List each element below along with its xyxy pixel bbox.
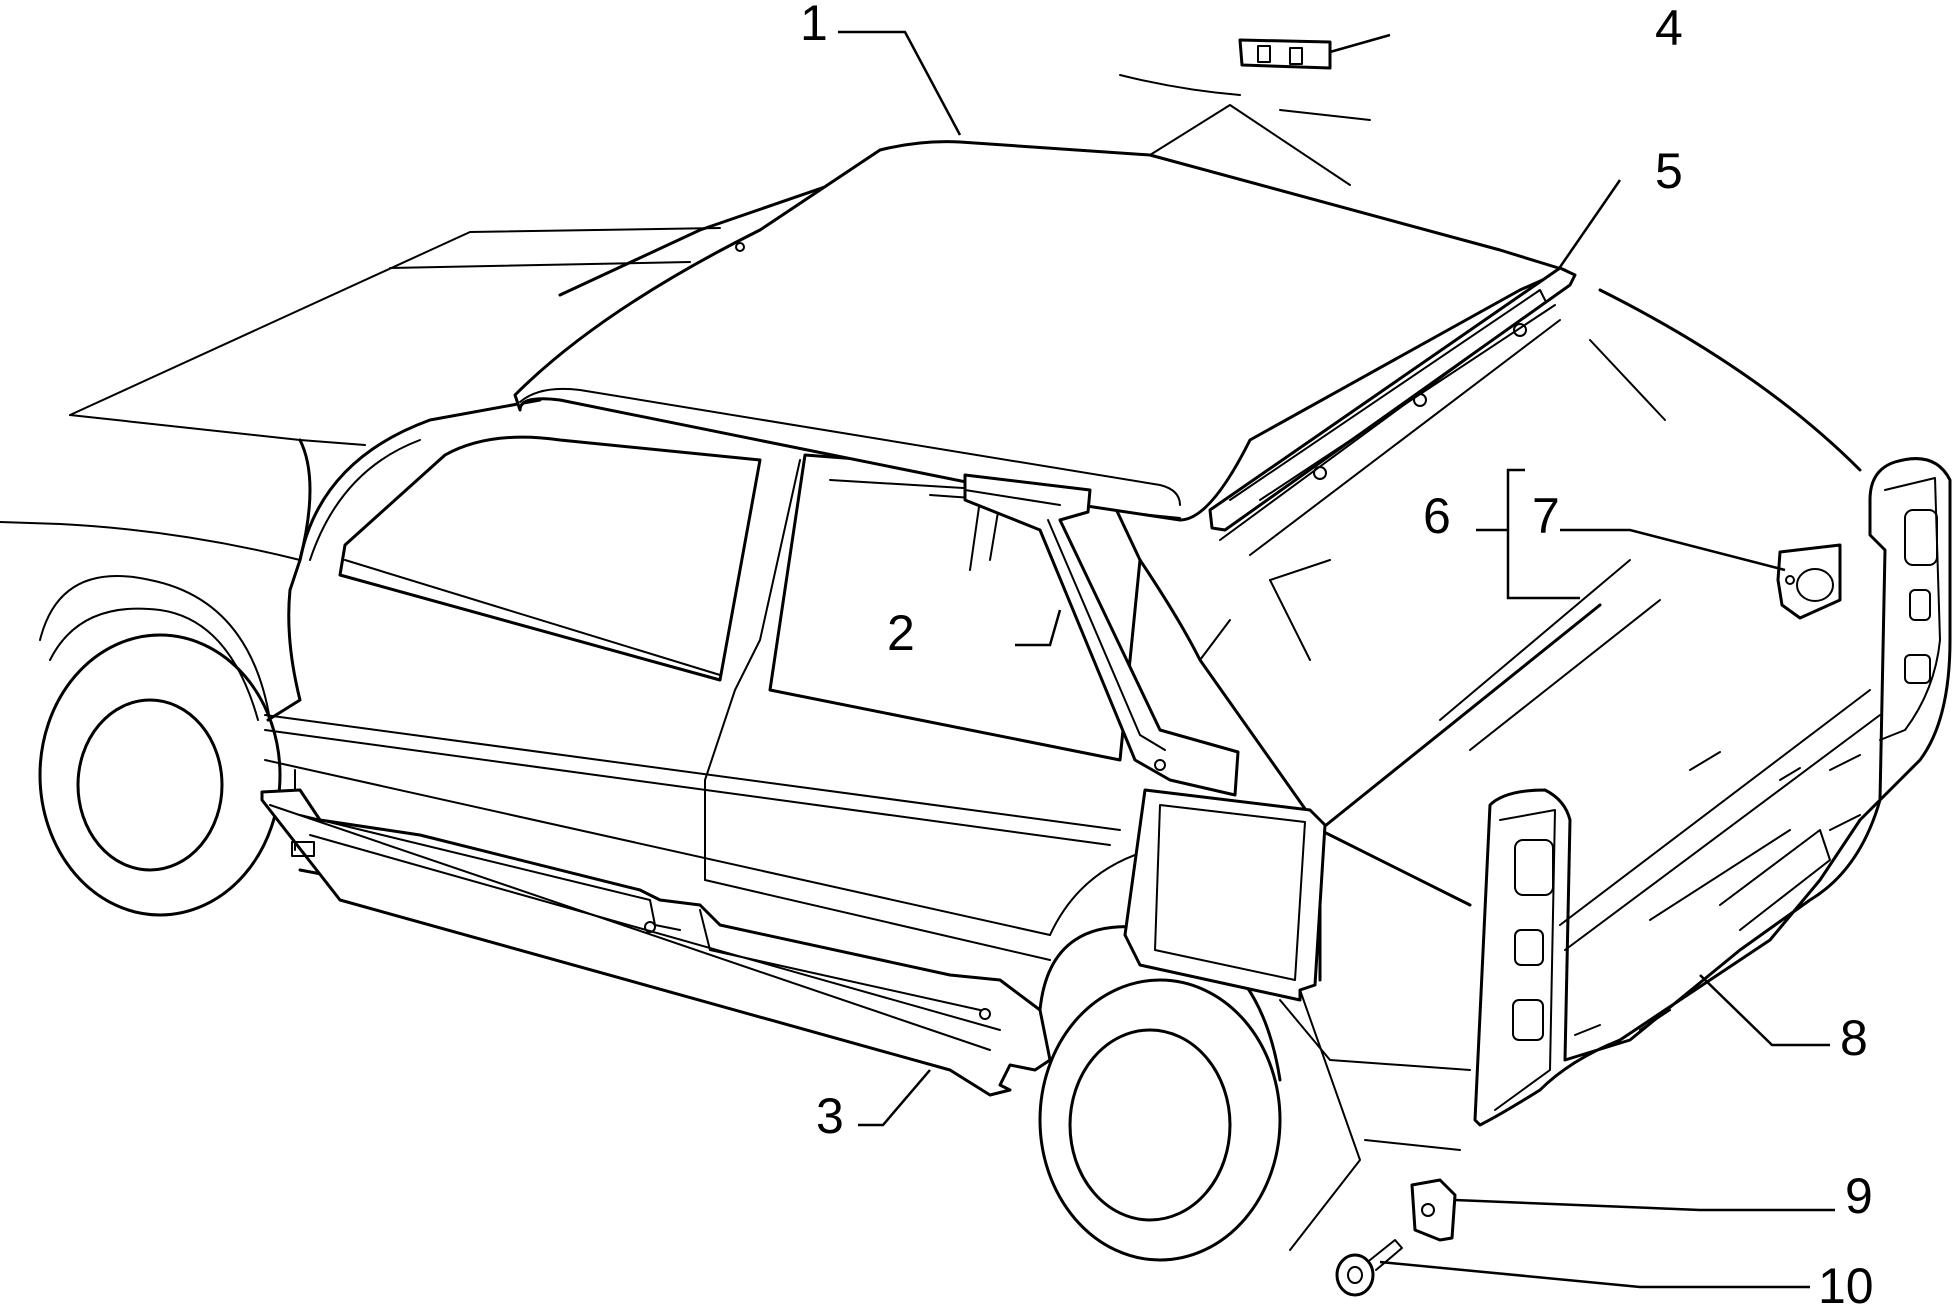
- callout-8: 8: [1840, 1010, 1868, 1066]
- nut-clip-9: [1410, 1178, 1457, 1242]
- clip-4: [1238, 38, 1332, 70]
- leader-lines: [838, 30, 1835, 1289]
- rear-roof-rail: [1208, 266, 1577, 532]
- callout-4: 4: [1655, 0, 1683, 56]
- callout-10: 10: [1818, 1258, 1874, 1305]
- roof-panel: [513, 74, 1567, 522]
- callout-5: 5: [1655, 143, 1683, 199]
- callout-3: 3: [816, 1088, 844, 1144]
- rear-panel: [1473, 457, 1952, 1127]
- sill-panel: [260, 788, 1052, 1097]
- callout-7: 7: [1532, 488, 1560, 544]
- screw-10: [1335, 1239, 1403, 1297]
- bracket-7: [1776, 543, 1842, 620]
- callout-9: 9: [1845, 1168, 1873, 1224]
- callout-6: 6: [1423, 488, 1451, 544]
- callout-labels: 1 2 3 4 5 6 7 8 9 10: [800, 0, 1874, 1305]
- rear-quarter-panel: [1123, 788, 1327, 1002]
- pillar-reinforcement: [963, 473, 1240, 797]
- callout-1: 1: [800, 0, 828, 51]
- callout-2: 2: [887, 605, 915, 661]
